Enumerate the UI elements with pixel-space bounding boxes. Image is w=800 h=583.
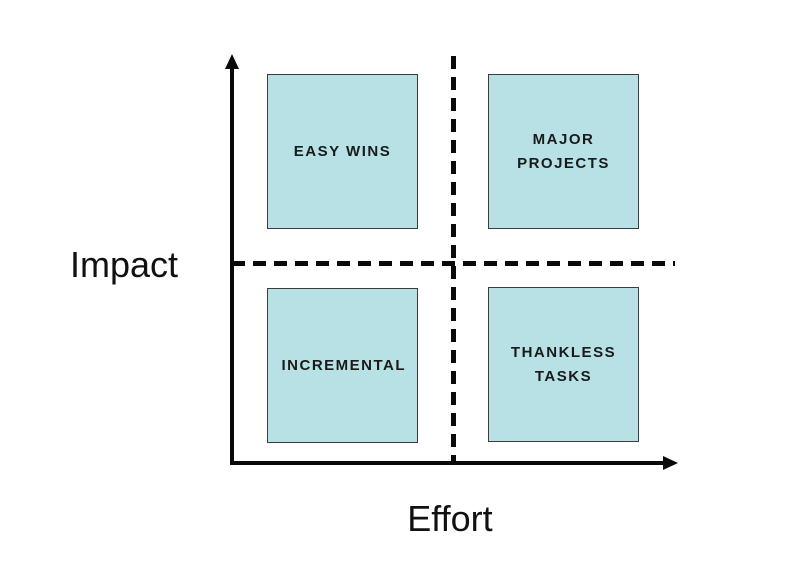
quadrant-thankless-tasks: THANKLESS TASKS	[488, 287, 639, 442]
quadrant-easy-wins: EASY WINS	[267, 74, 418, 229]
quadrant-major-projects: MAJOR PROJECTS	[488, 74, 639, 229]
x-axis-arrowhead-icon	[663, 456, 678, 470]
horizontal-divider-dashed	[232, 261, 675, 266]
vertical-divider-dashed	[451, 56, 456, 461]
quadrant-label: MAJOR PROJECTS	[517, 130, 610, 172]
y-axis-label: Impact	[69, 244, 179, 285]
x-axis-line	[230, 461, 666, 465]
quadrant-incremental: INCREMENTAL	[267, 288, 418, 443]
x-axis-label: Effort	[407, 498, 493, 539]
y-axis-arrowhead-icon	[225, 54, 239, 69]
quadrant-label: THANKLESS TASKS	[510, 343, 617, 385]
quadrant-label: INCREMENTAL	[281, 356, 407, 374]
quadrant-label: EASY WINS	[293, 142, 392, 160]
